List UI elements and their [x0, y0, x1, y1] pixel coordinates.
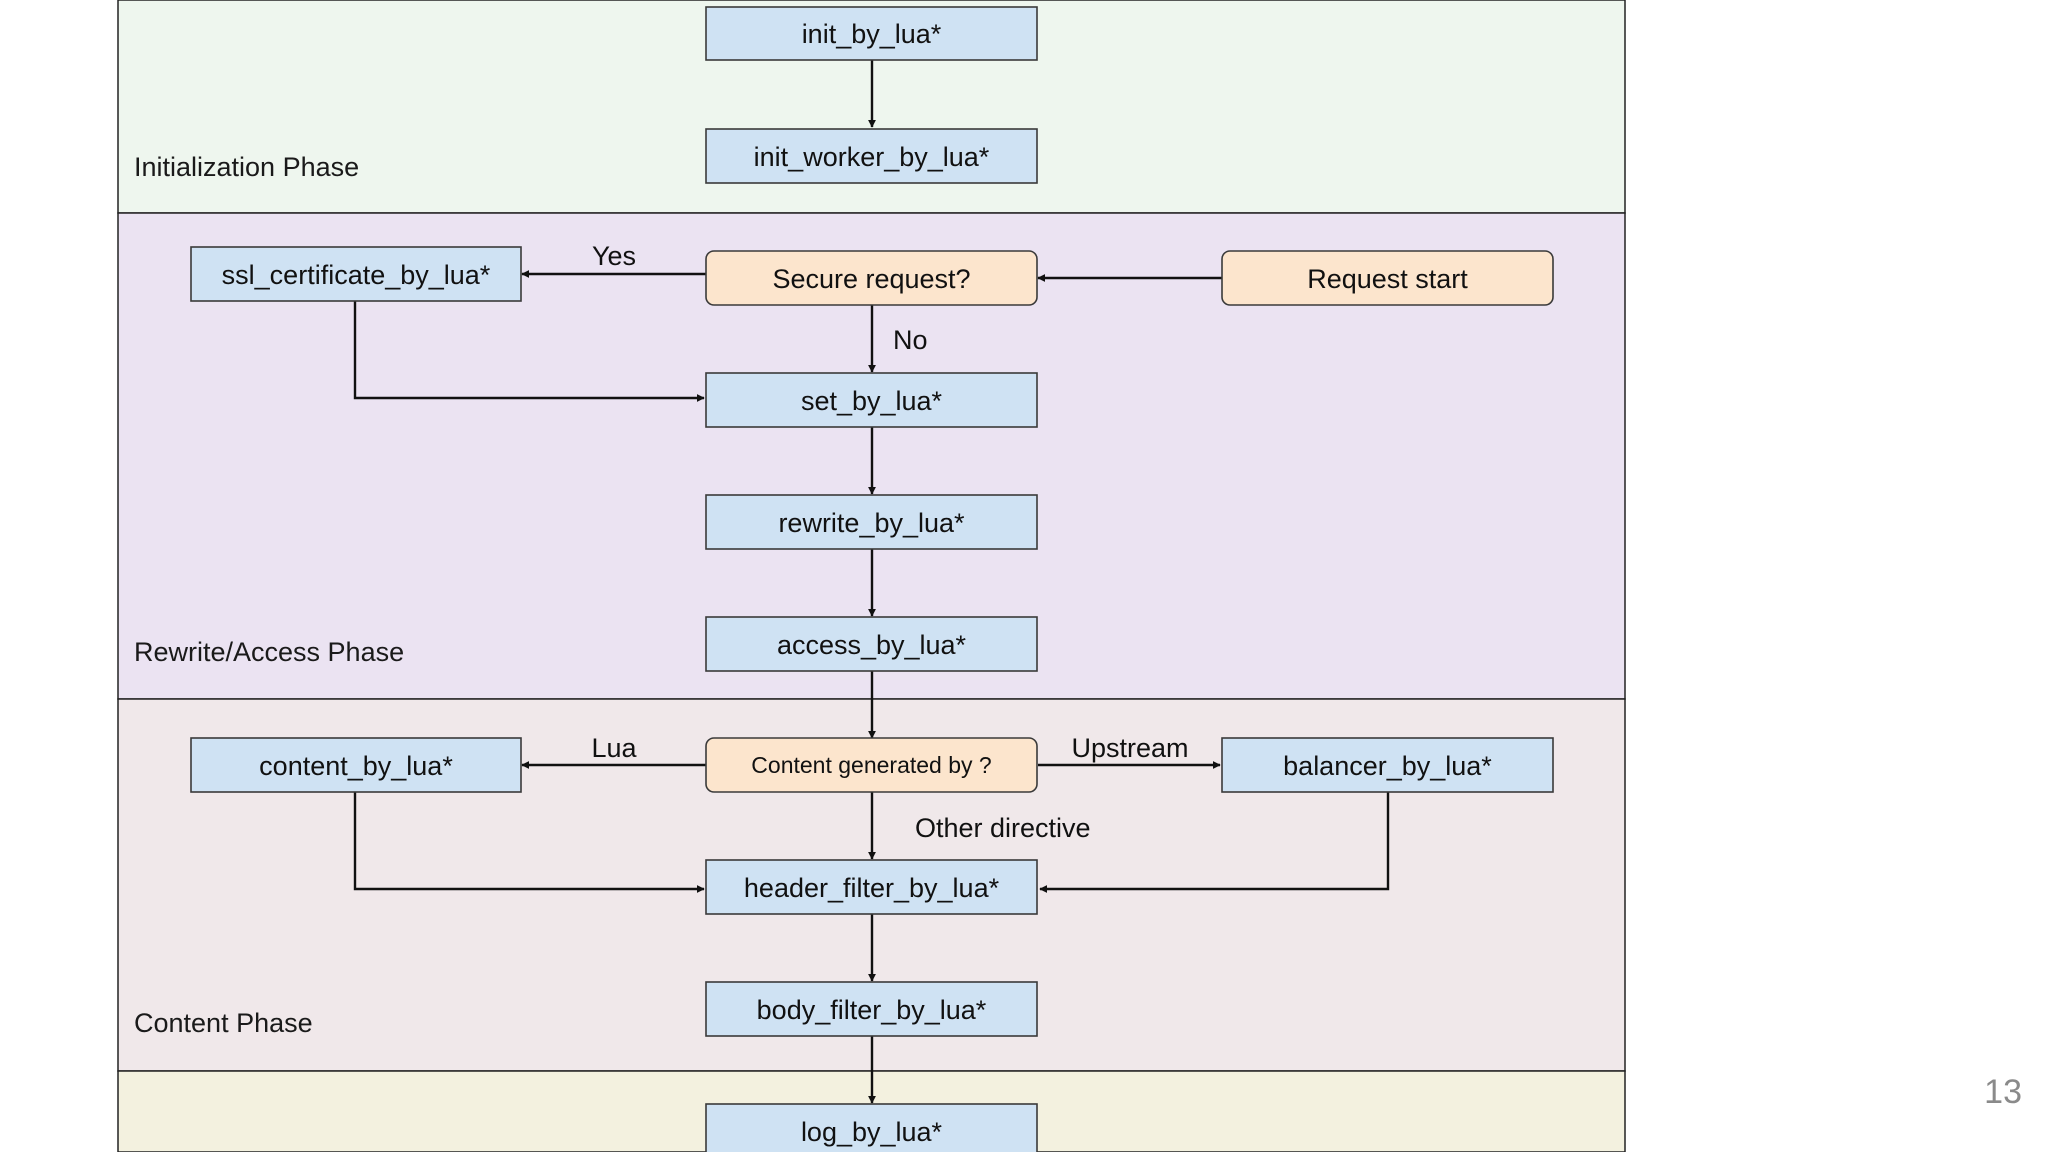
edges: [353, 60, 1390, 1104]
initialization-phase-label: Initialization Phase: [134, 152, 359, 182]
node-ssl-certificate-by-lua: ssl_certificate_by_lua*: [190, 246, 522, 302]
edge-balancer-to-header-filter: [1039, 792, 1390, 893]
node-secure-request: Secure request?: [705, 250, 1038, 306]
node-content-by-lua: content_by_lua*: [190, 737, 522, 793]
node-rewrite-by-lua: rewrite_by_lua*: [705, 494, 1038, 550]
node-init-by-lua: init_by_lua*: [705, 6, 1038, 61]
node-label: log_by_lua*: [801, 1117, 943, 1147]
node-set-by-lua: set_by_lua*: [705, 372, 1038, 428]
node-access-by-lua: access_by_lua*: [705, 616, 1038, 672]
node-label: balancer_by_lua*: [1283, 751, 1492, 781]
node-log-by-lua: log_by_lua*: [705, 1103, 1038, 1152]
node-label: Content generated by ?: [751, 752, 991, 778]
node-label: rewrite_by_lua*: [778, 508, 965, 538]
edge-label-other-directive: Other directive: [915, 813, 1091, 843]
node-label: init_worker_by_lua*: [754, 142, 990, 172]
node-label: body_filter_by_lua*: [757, 995, 987, 1025]
node-label: ssl_certificate_by_lua*: [222, 260, 491, 290]
edge-label-upstream: Upstream: [1071, 733, 1188, 763]
node-label: init_by_lua*: [802, 19, 942, 49]
node-body-filter-by-lua: body_filter_by_lua*: [705, 981, 1038, 1037]
node-label: Request start: [1307, 264, 1468, 294]
node-label: access_by_lua*: [777, 630, 967, 660]
node-label: set_by_lua*: [801, 386, 943, 416]
content-phase-label: Content Phase: [134, 1008, 313, 1038]
edge-label-lua: Lua: [591, 733, 637, 763]
edge-label-yes: Yes: [592, 241, 636, 271]
edge-ssl-to-set: [353, 301, 705, 402]
node-label: header_filter_by_lua*: [744, 873, 1000, 903]
node-init-worker-by-lua: init_worker_by_lua*: [705, 128, 1038, 184]
node-content-generated-by: Content generated by ?: [705, 737, 1038, 793]
node-label: Secure request?: [772, 264, 970, 294]
node-request-start: Request start: [1221, 250, 1554, 306]
node-header-filter-by-lua: header_filter_by_lua*: [705, 859, 1038, 915]
rewrite-access-phase-label: Rewrite/Access Phase: [134, 637, 404, 667]
edge-content-by-lua-to-header-filter: [353, 792, 705, 893]
page-number: 13: [1984, 1073, 2022, 1111]
node-label: content_by_lua*: [259, 751, 453, 781]
edge-label-no: No: [893, 325, 928, 355]
node-balancer-by-lua: balancer_by_lua*: [1221, 737, 1554, 793]
